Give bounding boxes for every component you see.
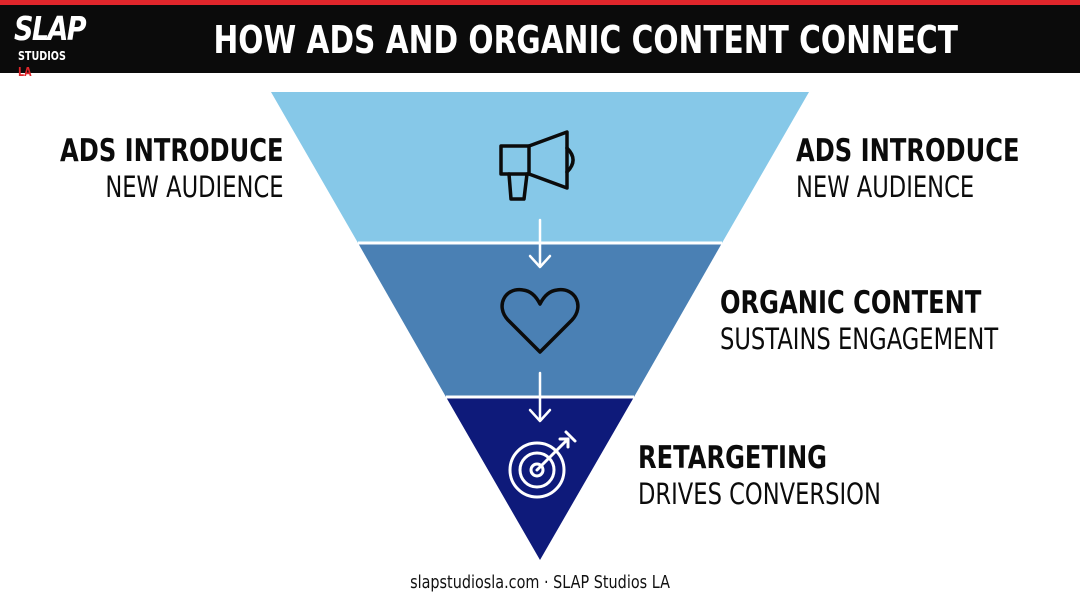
funnel-tier-organic: [358, 243, 722, 397]
page-title: HOW ADS AND ORGANIC CONTENT CONNECT: [213, 18, 958, 62]
target-icon: [508, 430, 577, 499]
label-line-regular: NEW AUDIENCE: [796, 170, 975, 204]
label-ads-introduce-left: ADS INTRODUCE NEW AUDIENCE: [61, 133, 284, 205]
heart-icon: [500, 288, 580, 354]
arrow-down-icon: [528, 218, 552, 269]
label-ads-introduce-right: ADS INTRODUCE NEW AUDIENCE: [796, 133, 1019, 205]
arrow-down-icon: [528, 371, 552, 423]
label-line-regular: DRIVES CONVERSION: [638, 477, 881, 511]
label-retargeting: RETARGETING DRIVES CONVERSION: [638, 440, 881, 512]
label-line-regular: SUSTAINS ENGAGEMENT: [720, 322, 999, 356]
label-organic-content: ORGANIC CONTENT SUSTAINS ENGAGEMENT: [720, 285, 998, 357]
label-line-bold: ADS INTRODUCE: [60, 133, 284, 169]
funnel-tier-retargeting: [446, 397, 634, 560]
header-bar: SLAP STUDIOS LA HOW ADS AND ORGANIC CONT…: [0, 5, 1080, 79]
brand-logo: SLAP STUDIOS LA: [14, 9, 87, 79]
logo-studios-text: STUDIOS: [18, 49, 66, 63]
label-line-bold: RETARGETING: [638, 440, 828, 476]
logo-wordmark: SLAP: [14, 9, 87, 48]
label-line-bold: ADS INTRODUCE: [796, 133, 1020, 169]
funnel-tier-ads: [271, 92, 809, 243]
logo-la-text: LA: [18, 65, 32, 79]
megaphone-icon: [499, 130, 575, 201]
logo-subtitle: STUDIOS LA: [18, 48, 71, 80]
label-line-bold: ORGANIC CONTENT: [720, 285, 982, 321]
label-line-regular: NEW AUDIENCE: [105, 170, 284, 204]
footer-credit: slapstudiosla.com · SLAP Studios LA: [410, 572, 670, 593]
top-accent-stripe: [0, 0, 1080, 5]
